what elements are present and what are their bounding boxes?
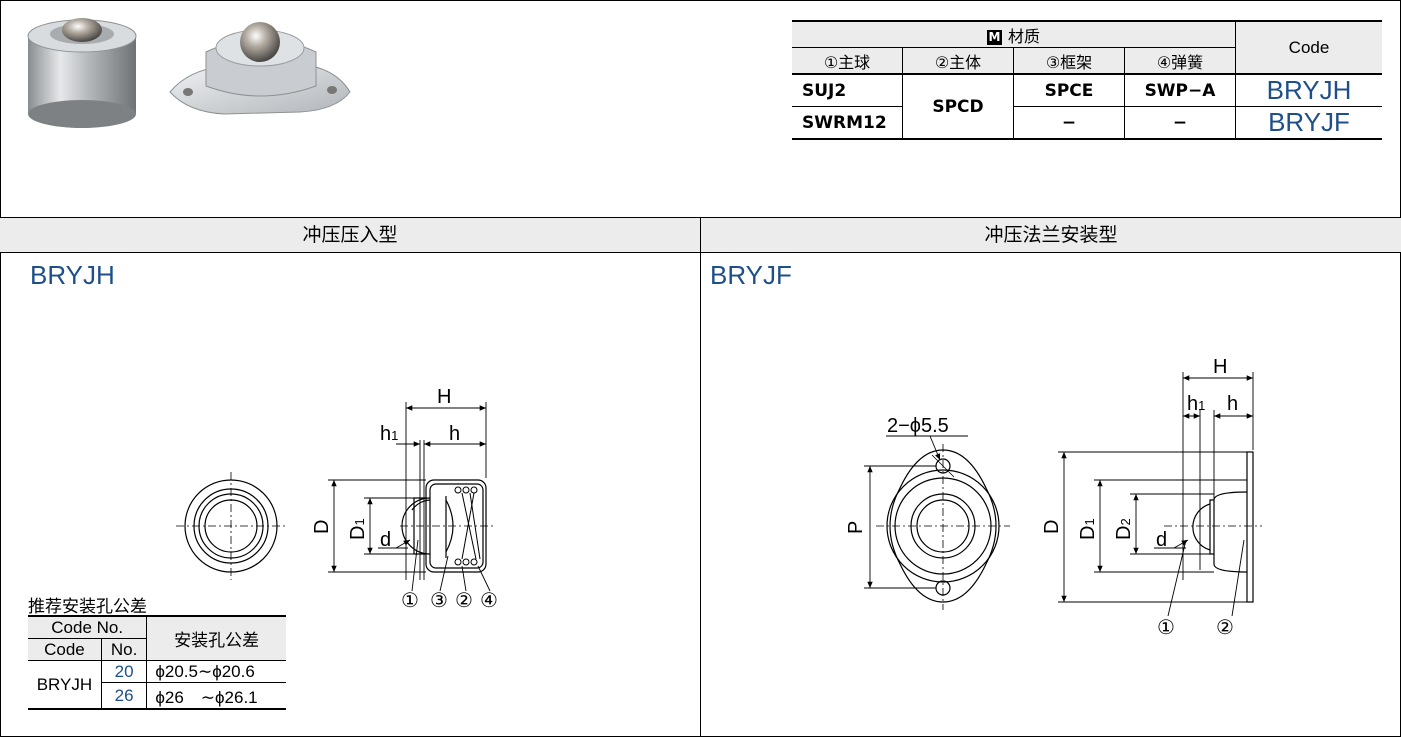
product-photos	[27, 18, 351, 128]
dim-D1-right: D1	[1077, 518, 1099, 540]
callout-1-left: ①	[401, 590, 419, 612]
dim-d-left: d	[380, 529, 391, 551]
dim-D2-right: D2	[1113, 518, 1135, 540]
body-material: SPCD	[902, 74, 1014, 140]
spring-material-2: −	[1124, 106, 1236, 140]
flange-side-view	[1164, 451, 1262, 603]
flange-photo	[169, 22, 351, 115]
callout-2-left: ②	[455, 590, 473, 612]
ball-material-2: SWRM12	[792, 106, 903, 140]
frame-material-1: SPCE	[1013, 74, 1125, 107]
col-ball: ①主球	[792, 47, 903, 75]
spring-material-1: SWP−A	[1124, 74, 1236, 107]
code-bryjh-link[interactable]: BRYJH	[1235, 74, 1382, 107]
dim-D1-left: D1	[347, 518, 369, 540]
tolerance-caption: 推荐安装孔公差	[28, 597, 147, 617]
tol-header-code-no: Code No.	[28, 615, 148, 639]
press-fit-photo	[27, 18, 137, 128]
section-title-press-fit: 冲压压入型	[0, 217, 700, 253]
section-title-flange: 冲压法兰安装型	[701, 217, 1401, 253]
callout-4-left: ④	[480, 590, 498, 612]
dim-D-left: D	[311, 520, 333, 534]
tol-no-26-link[interactable]: 26	[101, 682, 148, 710]
dim-H-right: H	[1213, 356, 1227, 378]
press-fit-side-view	[400, 479, 496, 573]
dim-h-right: h	[1227, 393, 1238, 415]
material-m-icon: M	[986, 29, 1002, 45]
col-frame: ③框架	[1013, 47, 1125, 75]
callout-3-left: ③	[430, 590, 448, 612]
code-bryjf-link[interactable]: BRYJF	[1235, 106, 1382, 140]
press-fit-drawing: H h1 h D D1 d ① ③ ② ④	[176, 386, 498, 612]
tol-value-26: ϕ26 ∼ϕ26.1	[146, 682, 286, 710]
dim-h1-right: h1	[1187, 393, 1205, 415]
dim-H-left: H	[437, 386, 451, 408]
tol-header-no: No.	[100, 638, 147, 661]
col-body: ②主体	[902, 47, 1014, 75]
ball-material-1: SUJ2	[792, 74, 903, 107]
dim-h1-left: h1	[380, 423, 398, 445]
dim-h-left: h	[449, 423, 460, 445]
dim-d-right: d	[1156, 529, 1167, 551]
section-divider	[700, 217, 701, 737]
code-header: Code	[1235, 20, 1382, 75]
frame-material-2: −	[1013, 106, 1125, 140]
flange-front-view	[876, 444, 1010, 610]
model-bryjh: BRYJH	[30, 260, 115, 290]
tol-header-tolerance: 安装孔公差	[146, 615, 286, 661]
dim-P: P	[845, 521, 867, 534]
tol-value-20: ϕ20.5∼ϕ20.6	[146, 660, 286, 683]
model-bryjf: BRYJF	[710, 260, 792, 290]
tolerance-table: Code No. 安装孔公差 Code No. BRYJH 20 ϕ20.5∼ϕ…	[28, 615, 286, 710]
tol-header-code: Code	[28, 638, 102, 661]
hole-note: 2−ϕ5.5	[887, 415, 949, 437]
dim-D-right: D	[1041, 520, 1063, 534]
tol-code: BRYJH	[28, 660, 102, 710]
flange-drawing: 2−ϕ5.5 P H h1 h D D1 D2 d ① ②	[845, 356, 1262, 639]
tol-no-20-link[interactable]: 20	[100, 660, 148, 683]
col-spring: ④弹簧	[1124, 47, 1236, 75]
press-fit-front-view	[176, 472, 286, 580]
callout-2-right: ②	[1216, 617, 1234, 639]
callout-1-right: ①	[1157, 617, 1175, 639]
